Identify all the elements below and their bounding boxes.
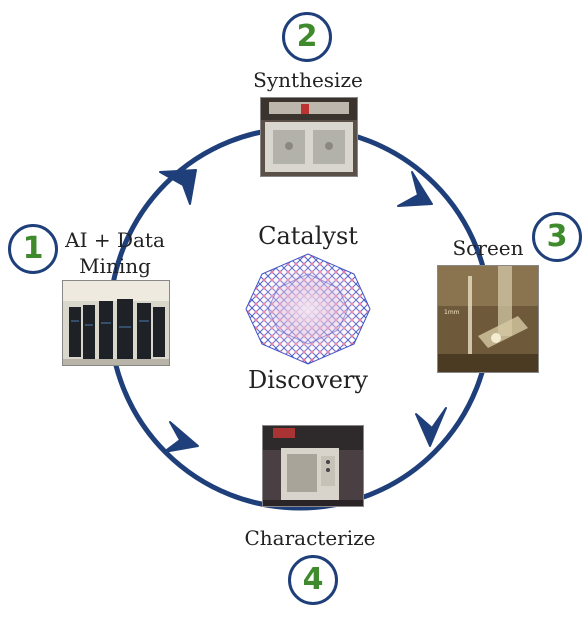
center-title-bottom: Discovery xyxy=(248,366,368,394)
arrow-3-to-4-icon xyxy=(415,407,447,447)
svg-text:1mm: 1mm xyxy=(444,309,460,316)
screening-apparatus-photo: 1mm xyxy=(437,265,539,373)
arrow-1-to-2-icon xyxy=(159,169,197,205)
step-3-label: Screen xyxy=(452,236,524,260)
step-1-label-line1: AI + Data xyxy=(65,228,165,252)
arrow-4-to-1-icon xyxy=(163,421,199,453)
step-2-label: Synthesize xyxy=(253,68,363,92)
step-1-badge: 1 xyxy=(8,224,58,274)
step-4-badge: 4 xyxy=(288,555,338,605)
step-4-label: Characterize xyxy=(244,526,376,550)
step-2-badge: 2 xyxy=(282,12,332,62)
arrow-2-to-3-icon xyxy=(397,171,433,207)
step-3-badge: 3 xyxy=(532,212,582,262)
characterization-instrument-photo xyxy=(262,425,364,507)
step-1-label-line2: Mining xyxy=(79,254,151,278)
center-title-top: Catalyst xyxy=(258,222,358,250)
crystal-lattice-nanoparticle xyxy=(245,253,371,365)
synthesis-robot-photo xyxy=(260,97,358,177)
server-room-photo xyxy=(62,280,170,366)
